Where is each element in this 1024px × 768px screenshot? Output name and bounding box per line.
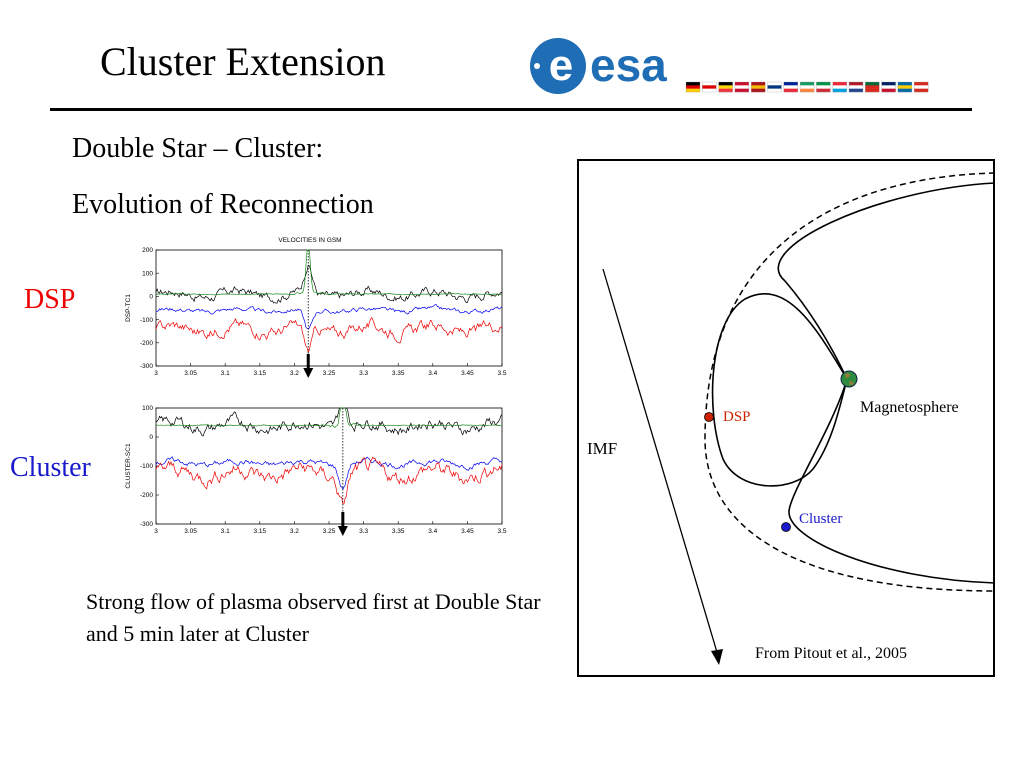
dsp-label: DSP bbox=[723, 409, 751, 425]
velocity-series-line bbox=[155, 456, 503, 491]
flag-icon bbox=[897, 81, 913, 93]
y-axis-label: CLUSTER-SC1 bbox=[125, 443, 132, 489]
imf-label: IMF bbox=[587, 439, 617, 458]
imf-arrow-head-icon bbox=[711, 649, 723, 665]
x-tick-label: 3.5 bbox=[497, 370, 506, 377]
y-tick-label: -100 bbox=[140, 463, 153, 470]
x-tick-label: 3.1 bbox=[221, 370, 230, 377]
y-tick-label: 0 bbox=[149, 294, 153, 301]
flag-icon bbox=[718, 81, 733, 93]
member-state-flags bbox=[685, 81, 929, 93]
esa-logo-circle-icon bbox=[530, 38, 586, 94]
flag-icon bbox=[783, 81, 798, 93]
esa-logo-text: esa bbox=[590, 39, 667, 91]
subtitle-double-star-cluster: Double Star – Cluster: bbox=[72, 133, 324, 164]
x-tick-label: 3.35 bbox=[392, 528, 405, 535]
imf-arrow bbox=[602, 268, 720, 660]
velocity-series-line bbox=[155, 249, 503, 296]
x-tick-label: 3.1 bbox=[221, 528, 230, 535]
esa-logo-letter: e bbox=[549, 41, 573, 90]
x-tick-label: 3.45 bbox=[461, 528, 474, 535]
field-line-upper bbox=[777, 182, 995, 380]
flag-icon bbox=[848, 81, 864, 93]
x-tick-label: 3.5 bbox=[497, 528, 506, 535]
dsp-spacecraft-marker bbox=[704, 412, 714, 422]
x-tick-label: 3.15 bbox=[253, 370, 266, 377]
flag-icon bbox=[799, 81, 815, 93]
velocity-series-line bbox=[155, 407, 503, 428]
field-line-lower bbox=[788, 378, 995, 584]
plots-title: VELOCITIES IN GSM bbox=[278, 237, 341, 244]
bow-shock-line bbox=[704, 172, 995, 592]
plot-frame bbox=[155, 249, 503, 367]
y-tick-label: -300 bbox=[140, 521, 153, 528]
y-tick-label: -200 bbox=[140, 492, 153, 499]
x-tick-label: 3.25 bbox=[323, 528, 336, 535]
x-tick-label: 3.4 bbox=[428, 370, 437, 377]
caption: Strong flow of plasma observed first at … bbox=[86, 589, 541, 646]
flag-icon bbox=[914, 81, 929, 93]
y-tick-label: -100 bbox=[140, 317, 153, 324]
label-cluster: Cluster bbox=[10, 452, 91, 483]
velocity-series-line bbox=[155, 304, 503, 330]
x-tick-label: 3.35 bbox=[392, 370, 405, 377]
x-tick-label: 3 bbox=[154, 528, 158, 535]
y-tick-label: 100 bbox=[142, 405, 153, 412]
y-tick-label: -300 bbox=[140, 363, 153, 370]
magnetosphere-label: Magnetosphere bbox=[860, 399, 959, 416]
velocity-series-line bbox=[155, 264, 503, 304]
diagram-frame bbox=[577, 159, 995, 677]
event-arrow-head-icon bbox=[303, 368, 314, 378]
x-tick-label: 3.4 bbox=[428, 528, 437, 535]
velocity-series-line bbox=[155, 316, 503, 354]
x-tick-label: 3.2 bbox=[290, 528, 299, 535]
flag-icon bbox=[685, 81, 701, 93]
flag-icon bbox=[832, 81, 847, 93]
x-tick-label: 3.3 bbox=[359, 370, 368, 377]
flag-icon bbox=[865, 81, 880, 93]
velocity-series-line bbox=[155, 456, 503, 505]
label-dsp: DSP bbox=[24, 284, 76, 315]
flag-icon bbox=[881, 81, 896, 93]
y-axis-label: DSP-TC1 bbox=[125, 294, 132, 322]
magnetosphere-loop bbox=[711, 293, 848, 487]
x-tick-label: 3 bbox=[154, 370, 158, 377]
earth-icon bbox=[840, 370, 858, 388]
diagram-credit: From Pitout et al., 2005 bbox=[755, 645, 907, 662]
magnetosphere-diagram: IMF Magnetosphere DSP Cluster From Pitou… bbox=[577, 159, 995, 677]
event-arrow-head-icon bbox=[337, 526, 348, 536]
x-tick-label: 3.25 bbox=[323, 370, 336, 377]
x-tick-label: 3.3 bbox=[359, 528, 368, 535]
y-tick-label: -200 bbox=[140, 340, 153, 347]
esa-logo: e esa bbox=[530, 38, 929, 94]
cluster-spacecraft-marker bbox=[781, 522, 791, 532]
slide-title: Cluster Extension bbox=[100, 39, 386, 84]
flag-icon bbox=[702, 81, 717, 93]
y-tick-label: 200 bbox=[142, 247, 153, 254]
x-tick-label: 3.45 bbox=[461, 370, 474, 377]
flag-icon bbox=[816, 81, 831, 93]
flag-icon bbox=[734, 81, 750, 93]
y-tick-label: 0 bbox=[149, 434, 153, 441]
flag-icon bbox=[767, 81, 782, 93]
x-tick-label: 3.2 bbox=[290, 370, 299, 377]
x-tick-label: 3.15 bbox=[253, 528, 266, 535]
subtitle-evolution: Evolution of Reconnection bbox=[72, 189, 374, 220]
velocity-series-line bbox=[155, 407, 503, 437]
x-tick-label: 3.05 bbox=[184, 370, 197, 377]
x-tick-label: 3.05 bbox=[184, 528, 197, 535]
title-divider bbox=[50, 108, 972, 111]
flag-icon bbox=[751, 81, 766, 93]
y-tick-label: 100 bbox=[142, 270, 153, 277]
cluster-label: Cluster bbox=[799, 511, 842, 527]
